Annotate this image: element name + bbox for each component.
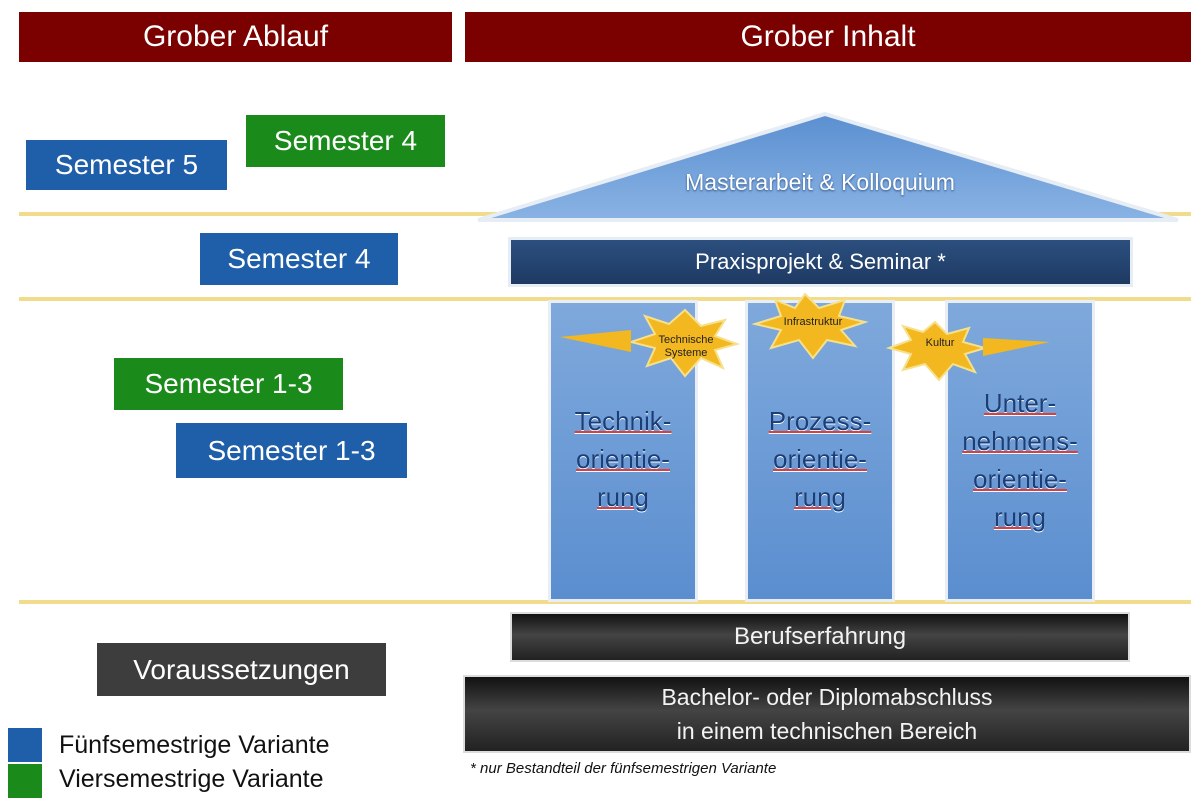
pillar-prozess-text: Prozess- orientie- rung [745,402,895,516]
pillar-unternehmen-text: Unter- nehmens- orientie- rung [945,384,1095,536]
pillar-text-line: orientie- [773,444,867,474]
footnote: * nur Bestandteil der fünfsemestrigen Va… [470,760,777,777]
degree-bar: Bachelor- oder Diplomabschluss in einem … [463,675,1191,753]
pillar-text-line: rung [793,482,847,512]
pillar-text-line: orientie- [973,464,1067,494]
degree-line-2: in einem technischen Bereich [676,718,978,744]
star-infrastruktur [751,292,869,360]
header-left-label: Grober Ablauf [142,20,329,53]
semester-label: Semester 1-3 [207,434,376,466]
semester-4-green-box: Semester 4 [246,115,445,167]
semester-1-3-blue-box: Semester 1-3 [176,423,407,478]
star-label: Technische Systeme [658,334,714,359]
pillar-text-line: rung [596,482,650,512]
beam-praxisprojekt: Praxisprojekt & Seminar * [508,237,1133,287]
divider-line [19,297,1191,301]
semester-label: Semester 1-3 [144,368,313,399]
beam-label: Praxisprojekt & Seminar * [695,249,946,274]
semester-1-3-green-box: Semester 1-3 [114,358,343,410]
semester-label: Semester 5 [54,149,199,180]
pillar-text-line: Technik- [574,406,672,436]
star-kultur [885,320,989,382]
experience-bar: Berufserfahrung [510,612,1130,662]
pillar-text-line: rung [993,502,1047,532]
header-grober-inhalt: Grober Inhalt [465,12,1191,62]
legend-label-five: Fünfsemestrige Variante [59,731,330,759]
semester-label: Semester 4 [273,125,418,156]
header-grober-ablauf: Grober Ablauf [19,12,452,62]
pillar-technik-text: Technik- orientie- rung [548,402,698,516]
stars-group [560,292,1050,382]
pillar-text-line: Prozess- [768,406,872,436]
divider-line [19,600,1191,604]
star-label-infrastruktur: Infrastruktur [783,316,843,328]
pillar-text-line: nehmens- [962,426,1078,456]
semester-4-blue-box: Semester 4 [200,233,398,285]
star-label-technische-systeme: Technische Systeme [636,330,736,364]
roof-shape [477,111,1179,222]
star-spike-right [983,338,1050,356]
roof-label: Masterarbeit & Kolloquium [685,168,955,195]
star-spike-left [560,330,631,352]
star-label-kultur: Kultur [925,337,955,349]
legend-swatch-green [8,764,42,798]
experience-label: Berufserfahrung [733,623,907,650]
pillar-text-line: Unter- [983,388,1057,418]
legend-label-four: Viersemestrige Variante [59,765,324,793]
degree-line-1: Bachelor- oder Diplomabschluss [661,684,993,710]
legend-swatch-blue [8,728,42,762]
prerequisites-label: Voraussetzungen [133,653,350,685]
header-right-label: Grober Inhalt [740,20,916,53]
pillar-text-line: orientie- [576,444,670,474]
semester-label: Semester 4 [227,243,371,274]
prerequisites-box: Voraussetzungen [97,643,386,696]
star-technische-systeme [627,308,741,378]
semester-5-box: Semester 5 [26,140,227,190]
